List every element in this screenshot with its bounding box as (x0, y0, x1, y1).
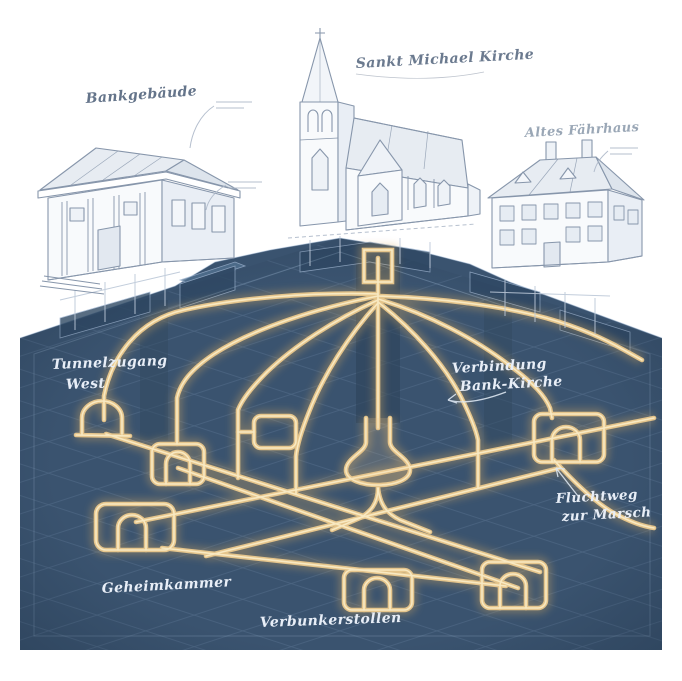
arrowhead-escape (555, 467, 566, 478)
sketch-annotations (189, 71, 638, 239)
connection-label-line2: Bank-Kirche (458, 374, 563, 395)
central-flask-fill (346, 418, 410, 485)
escape-label-line2: zur Marsch (560, 504, 651, 525)
bank-label: Bankgebäude (84, 83, 197, 107)
bunker-gallery-label: Verbunkerstollen (260, 610, 402, 631)
foundation-hatching (59, 236, 611, 334)
connection-label-line1: Verbindung (451, 356, 547, 377)
tunnel-west-label-line2: West (66, 376, 106, 393)
ferry-house-label: Altes Fährhaus (522, 120, 640, 141)
blueprint-arrows (447, 391, 579, 497)
church-label: Sankt Michael Kirche (355, 47, 534, 72)
secret-chamber-label: Geheimkammer (101, 574, 232, 597)
arrowhead-connection (447, 393, 458, 404)
ferry-house-building (487, 139, 645, 269)
tunnel-west-label-line1: Tunnelzugang (52, 353, 168, 373)
bank-building (37, 147, 241, 295)
church-building (299, 28, 481, 231)
tunnel-network (76, 250, 654, 610)
escape-label-line1: Fluchtweg (554, 487, 638, 507)
